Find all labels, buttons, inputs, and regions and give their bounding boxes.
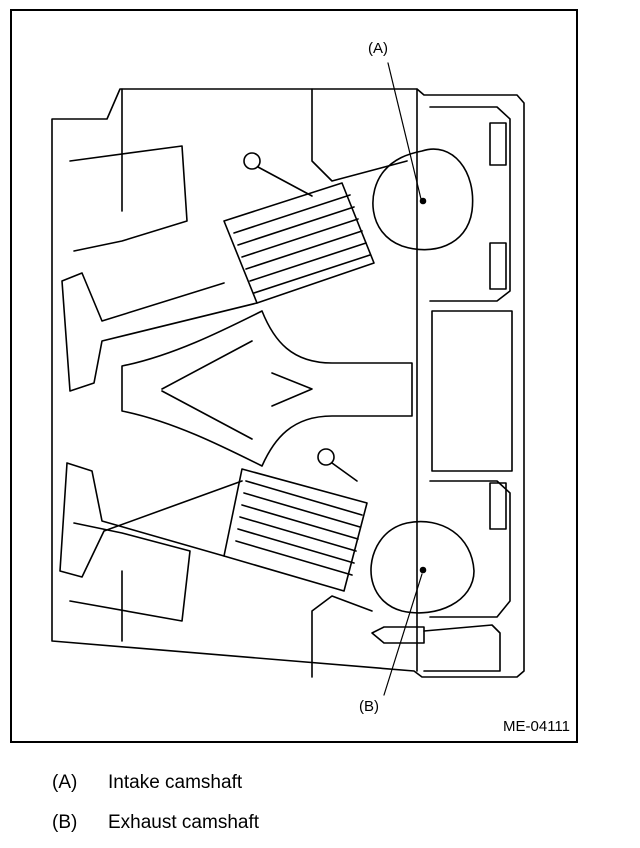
cylinder-head-diagram: (A) (B) ME-04111 [10,9,578,743]
oil-passage [243,152,261,170]
cover-bolt-lower [423,624,501,672]
callout-a: (A) [368,40,388,57]
legend-item-b: (B) Exhaust camshaft [52,812,259,834]
leader-line-a [387,62,422,200]
oil-passage-line [331,462,358,482]
intake-spring [233,194,371,294]
oil-passage [317,448,335,466]
cover-bolt [489,242,507,290]
legend-item-a: (A) Intake camshaft [52,772,242,794]
intake-valve-stem [61,272,258,392]
rib [121,570,373,678]
exhaust-spring [235,480,363,576]
exhaust-port [69,522,191,622]
locating-pin [371,626,425,644]
head-outline [51,88,525,678]
rib [161,340,313,440]
exhaust-valve-stem [59,462,243,578]
leader-line-b [383,573,423,696]
cover-bolt [489,482,507,530]
figure-id: ME-04111 [503,718,570,735]
exhaust-cam-lobe [370,520,475,614]
cylinder-head-drawing [51,62,525,696]
cover-bolt [489,122,507,166]
exhaust-cam-center [419,566,427,574]
callout-b: (B) [359,698,379,715]
legend-key: (A) [52,772,78,793]
intake-lifter-bore [223,182,375,304]
intake-cam-lobe [372,148,474,251]
cam-cover-inner [429,106,511,618]
oil-passage-line [257,166,313,197]
legend-text: Intake camshaft [108,772,243,793]
intake-port [69,145,188,252]
cover-wall [431,310,513,472]
exhaust-lifter-bore [223,468,368,592]
legend-key: (B) [52,812,78,833]
water-jacket [121,310,413,467]
rib [121,88,408,212]
intake-cam-center [419,197,427,205]
legend-text: Exhaust camshaft [108,812,260,833]
